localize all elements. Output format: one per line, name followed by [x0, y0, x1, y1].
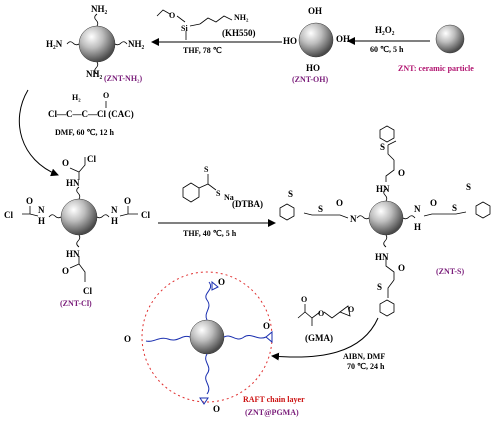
znt-pgma-label: (ZNT@PGMA)	[245, 408, 299, 417]
pgma-o-left: O	[124, 334, 131, 344]
cac-condition: DMF, 60 ℃, 12 h	[55, 128, 114, 137]
o-bottom: O	[62, 266, 69, 276]
curved-arrow-cac	[18, 89, 59, 177]
znt-s-ball	[368, 200, 404, 236]
cl-bottom: Cl	[83, 286, 92, 296]
epoxide-ends	[199, 280, 273, 405]
hn-bottom: HN	[66, 249, 80, 259]
o-s-bottom: O	[398, 263, 405, 273]
cl-left: Cl	[4, 210, 13, 220]
kh550-condition: THF, 78 ℃	[183, 46, 222, 55]
znt-pgma-ball	[189, 319, 225, 355]
znt-oh-ball	[298, 22, 334, 58]
cl-right: Cl	[141, 210, 150, 220]
curved-arrow-gma	[271, 317, 379, 361]
cl-top: Cl	[87, 154, 96, 164]
kh550-structure	[156, 9, 233, 40]
gma-o-epoxide: O	[348, 305, 354, 314]
kh550-o: O	[169, 11, 175, 20]
cac-formula: Cl—C—C—Cl (CAC)	[48, 109, 134, 119]
pgma-o-right: O	[263, 321, 270, 331]
cac-h2: H₂	[72, 93, 81, 102]
n-s-right: N	[414, 204, 421, 214]
ho-bottom: HO	[306, 63, 320, 73]
znt-s-arms	[279, 125, 491, 317]
h-s-right: H	[414, 222, 421, 232]
kh550-nh2: NH₂	[234, 13, 249, 22]
o-s-right: O	[430, 198, 437, 208]
n-right: N	[111, 205, 118, 215]
s-right: S	[452, 203, 457, 213]
dtba-na: Na	[224, 193, 234, 202]
znt-nh2-ball	[78, 25, 116, 63]
s-left-thione: S	[288, 189, 293, 199]
dtba-s: S	[216, 189, 221, 198]
s-top: S	[380, 142, 385, 152]
o-s-left: O	[336, 198, 343, 208]
s-right-thione: S	[466, 182, 471, 192]
dtba-s-top: S	[204, 165, 209, 174]
kh550-si: Si	[181, 24, 188, 33]
znt-cl-ball	[60, 198, 98, 236]
s-bottom: S	[377, 282, 382, 292]
h-left: H	[38, 216, 45, 226]
znt-nh2-linkers	[66, 13, 128, 75]
oh-top: OH	[308, 6, 322, 16]
znt-oh-label: (ZNT-OH)	[292, 75, 328, 84]
gma-o-ester: O	[318, 309, 324, 318]
nh2-top: NH₂	[91, 4, 108, 14]
oh-right: OH	[336, 34, 350, 44]
pgma-chains	[145, 281, 267, 395]
n-s-left: N	[350, 214, 357, 224]
cac-o: O	[103, 91, 109, 100]
znt-nh2-label: (ZNT-NH₂)	[104, 74, 142, 83]
ho-left: HO	[283, 36, 297, 46]
o-top: O	[62, 158, 69, 168]
legend-label: ZNT: ceramic particle	[398, 64, 474, 73]
znt-s-label: (ZNT-S)	[436, 267, 464, 276]
o-s-top: O	[398, 168, 405, 178]
hn-s-top: HN	[376, 184, 390, 194]
kh550-label: (KH550)	[222, 28, 256, 38]
znt-cl-label: (ZNT-Cl)	[60, 299, 92, 308]
n-left: N	[38, 205, 45, 215]
raft-label: RAFT chain layer	[243, 395, 305, 404]
znt-cl-arms	[22, 157, 138, 282]
o-right: O	[124, 196, 131, 206]
aibn-condition: 70 ℃, 24 h	[347, 362, 385, 371]
h2o2-condition: 60 ℃, 5 h	[370, 45, 404, 54]
h-right: H	[111, 216, 118, 226]
dtba-condition: THF, 40 ℃, 5 h	[183, 229, 237, 238]
gma-structure	[297, 304, 351, 326]
s-left: S	[318, 204, 323, 214]
gma-o-carbonyl: O	[301, 295, 307, 304]
pgma-o-top: O	[218, 277, 225, 287]
hn-s-bottom: HN	[375, 252, 389, 262]
gma-label: (GMA)	[305, 333, 333, 343]
nh2-right: NH₂	[128, 39, 145, 49]
hn-top: HN	[66, 178, 80, 188]
dtba-label: (DTBA)	[232, 199, 263, 209]
pgma-o-bottom: O	[213, 404, 220, 414]
h2n-left: H₂N	[46, 39, 63, 49]
ceramic-particle-ball	[435, 24, 465, 54]
dtba-structure	[182, 174, 217, 203]
h2o2-reagent: H₂O₂	[375, 25, 395, 35]
o-left: O	[26, 196, 33, 206]
aibn-label: AIBN, DMF	[343, 352, 385, 361]
nh2-bottom: NH₂	[86, 69, 103, 79]
